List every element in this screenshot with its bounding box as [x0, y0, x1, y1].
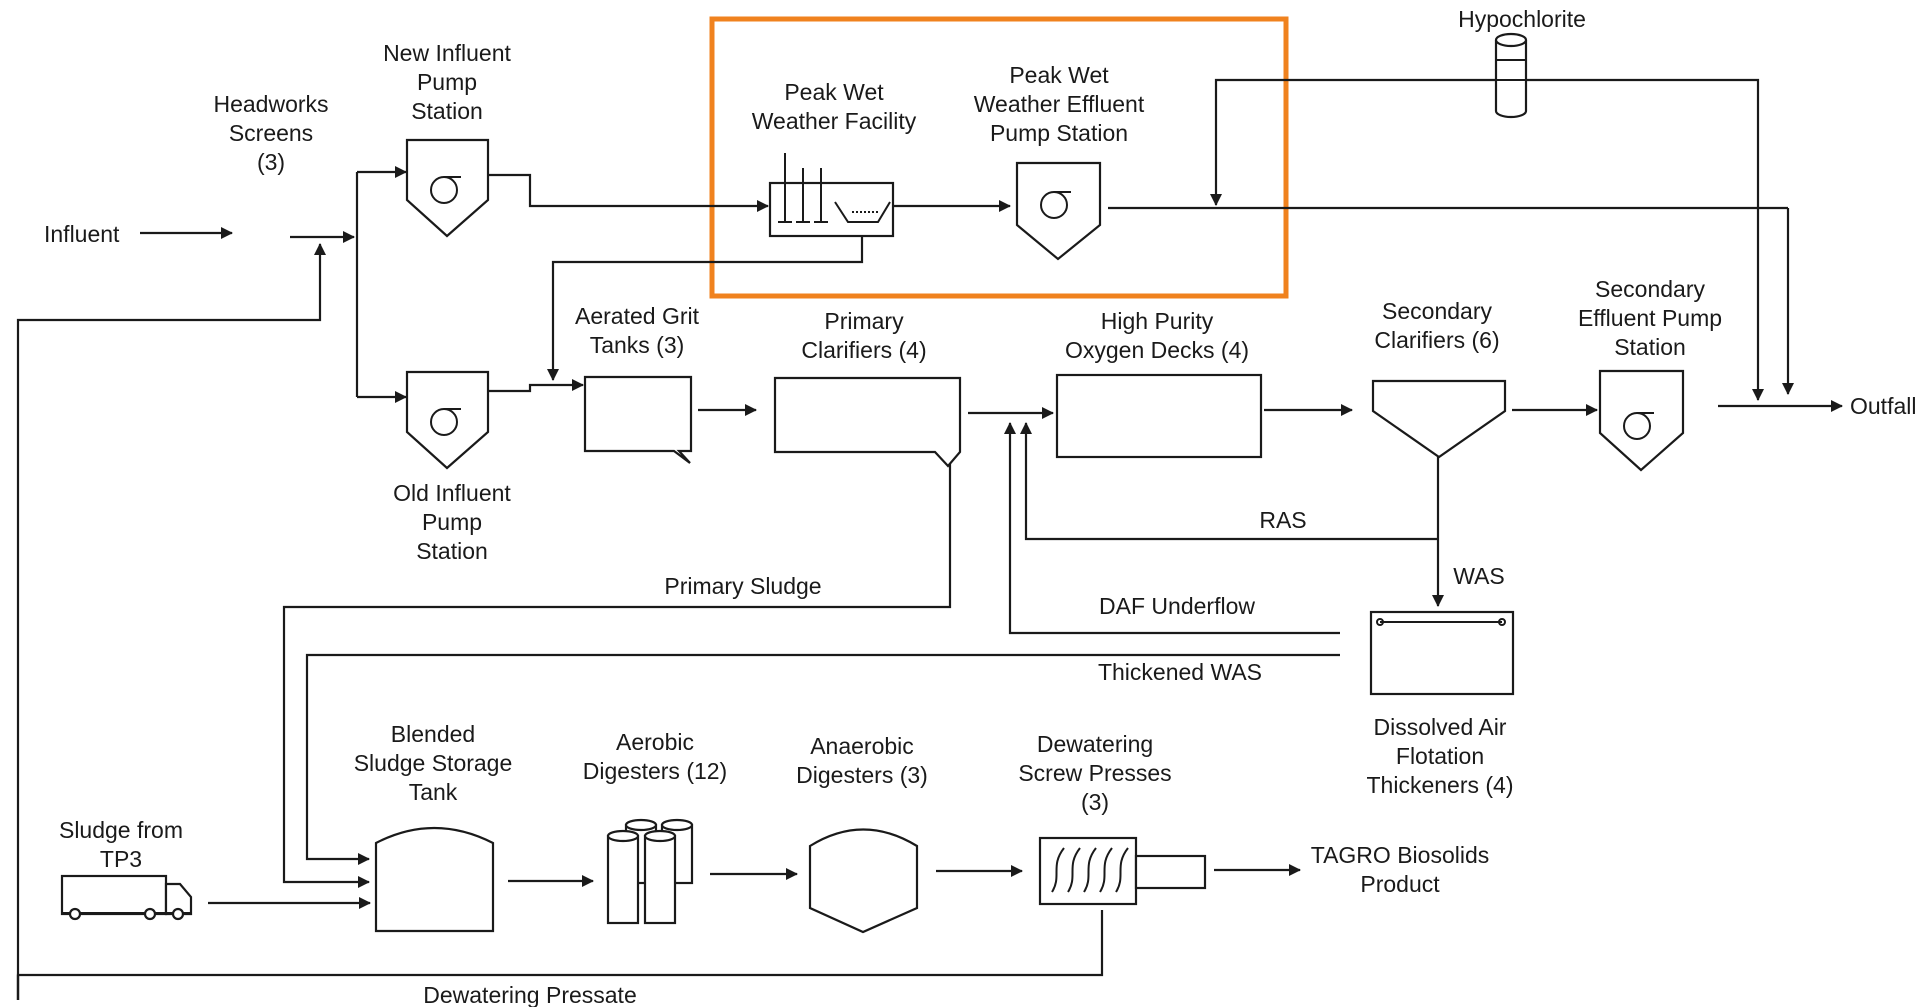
svg-text:Anaerobic: Anaerobic	[810, 733, 914, 759]
peak-wet-weather-pump-label: Peak Wet Weather Effluent Pump Station	[974, 62, 1145, 146]
svg-text:Peak Wet: Peak Wet	[1009, 62, 1109, 88]
peak-wet-weather-pump-icon	[1015, 161, 1102, 261]
aerobic-digesters-label: Aerobic Digesters (12)	[583, 729, 727, 784]
primary-sludge-label: Primary Sludge	[664, 573, 821, 599]
svg-text:TP3: TP3	[100, 846, 142, 872]
peak-wet-weather-facility-icon	[768, 153, 895, 238]
anaerobic-digesters-label: Anaerobic Digesters (3)	[796, 733, 928, 788]
svg-text:Secondary: Secondary	[1382, 298, 1492, 324]
svg-text:Secondary: Secondary	[1595, 276, 1705, 302]
headworks-screens-label: Headworks Screens (3)	[213, 91, 328, 175]
primary-clarifier-icon	[773, 376, 962, 468]
aerobic-digesters-icon	[606, 818, 694, 925]
old-influent-pump-label: Old Influent Pump Station	[393, 480, 511, 564]
svg-text:Headworks: Headworks	[213, 91, 328, 117]
svg-text:Aerobic: Aerobic	[616, 729, 694, 755]
sludge-from-tp3-label: Sludge from TP3	[59, 817, 183, 872]
aerated-grit-tank-icon	[583, 375, 693, 464]
anaerobic-digester-icon	[808, 828, 919, 934]
new-influent-pump-label: New Influent Pump Station	[383, 40, 511, 124]
svg-text:Primary: Primary	[824, 308, 904, 334]
dewatering-pressate-label: Dewatering Pressate	[423, 982, 637, 1007]
thickened-was-label: Thickened WAS	[1098, 659, 1262, 685]
screw-presses-label: Dewatering Screw Presses (3)	[1018, 731, 1171, 815]
svg-text:Weather Facility: Weather Facility	[752, 108, 917, 134]
svg-text:Dissolved Air: Dissolved Air	[1374, 714, 1507, 740]
svg-text:Pump: Pump	[417, 69, 477, 95]
aerated-grit-label: Aerated Grit Tanks (3)	[575, 303, 700, 358]
influent-label: Influent	[44, 221, 120, 247]
tagro-biosolids-label: TAGRO Biosolids Product	[1311, 842, 1490, 897]
hypochlorite-tank-icon	[1494, 32, 1528, 119]
svg-text:Thickeners (4): Thickeners (4)	[1367, 772, 1514, 798]
truck-icon	[60, 874, 193, 921]
svg-text:TAGRO Biosolids: TAGRO Biosolids	[1311, 842, 1490, 868]
flow-lines	[16, 78, 1843, 1000]
screw-press-icon	[1038, 836, 1207, 906]
secondary-effluent-pump-label: Secondary Effluent Pump Station	[1578, 276, 1722, 360]
secondary-clarifier-icon	[1371, 379, 1507, 459]
svg-text:Old Influent: Old Influent	[393, 480, 511, 506]
svg-text:Aerated Grit: Aerated Grit	[575, 303, 700, 329]
daf-thickeners-label: Dissolved Air Flotation Thickeners (4)	[1367, 714, 1514, 798]
svg-text:Pump: Pump	[422, 509, 482, 535]
svg-text:Digesters (12): Digesters (12)	[583, 758, 727, 784]
svg-text:Product: Product	[1360, 871, 1440, 897]
secondary-clarifiers-label: Secondary Clarifiers (6)	[1374, 298, 1499, 353]
ras-label: RAS	[1259, 507, 1306, 533]
outfall-label: Outfall	[1850, 393, 1916, 419]
hypochlorite-label: Hypochlorite	[1458, 6, 1586, 32]
hpo-decks-label: High Purity Oxygen Decks (4)	[1065, 308, 1249, 363]
svg-text:Dewatering: Dewatering	[1037, 731, 1153, 757]
was-label: WAS	[1453, 563, 1505, 589]
svg-text:Blended: Blended	[391, 721, 475, 747]
svg-text:Oxygen Decks (4): Oxygen Decks (4)	[1065, 337, 1249, 363]
svg-text:Clarifiers (4): Clarifiers (4)	[801, 337, 926, 363]
svg-text:Station: Station	[411, 98, 483, 124]
secondary-effluent-pump-icon	[1598, 369, 1685, 472]
svg-text:Sludge Storage: Sludge Storage	[354, 750, 513, 776]
svg-text:Sludge from: Sludge from	[59, 817, 183, 843]
svg-text:(3): (3)	[257, 149, 285, 175]
daf-thickener-icon	[1369, 610, 1515, 696]
svg-text:Station: Station	[1614, 334, 1686, 360]
headworks-screen-icon	[224, 195, 273, 300]
peak-wet-weather-facility-label: Peak Wet Weather Facility	[752, 79, 917, 134]
svg-text:Screw Presses: Screw Presses	[1018, 760, 1171, 786]
svg-text:Flotation: Flotation	[1396, 743, 1484, 769]
blended-sludge-label: Blended Sludge Storage Tank	[354, 721, 513, 805]
peak-wet-weather-highlight	[709, 16, 1289, 299]
svg-text:Clarifiers (6): Clarifiers (6)	[1374, 327, 1499, 353]
svg-text:Pump Station: Pump Station	[990, 120, 1128, 146]
svg-text:Station: Station	[416, 538, 488, 564]
svg-text:Screens: Screens	[229, 120, 313, 146]
svg-text:Digesters (3): Digesters (3)	[796, 762, 928, 788]
hpo-deck-icon	[1055, 373, 1263, 459]
blended-sludge-tank-icon	[374, 826, 495, 933]
daf-underflow-label: DAF Underflow	[1099, 593, 1255, 619]
svg-text:Peak Wet: Peak Wet	[784, 79, 884, 105]
svg-text:New Influent: New Influent	[383, 40, 511, 66]
primary-clarifiers-label: Primary Clarifiers (4)	[801, 308, 926, 363]
new-influent-pump-icon	[405, 138, 490, 238]
svg-text:Tank: Tank	[409, 779, 458, 805]
svg-text:(3): (3)	[1081, 789, 1109, 815]
svg-text:Tanks (3): Tanks (3)	[590, 332, 685, 358]
svg-text:High Purity: High Purity	[1101, 308, 1214, 334]
svg-text:Weather Effluent: Weather Effluent	[974, 91, 1145, 117]
svg-text:Effluent Pump: Effluent Pump	[1578, 305, 1722, 331]
old-influent-pump-icon	[405, 370, 490, 470]
